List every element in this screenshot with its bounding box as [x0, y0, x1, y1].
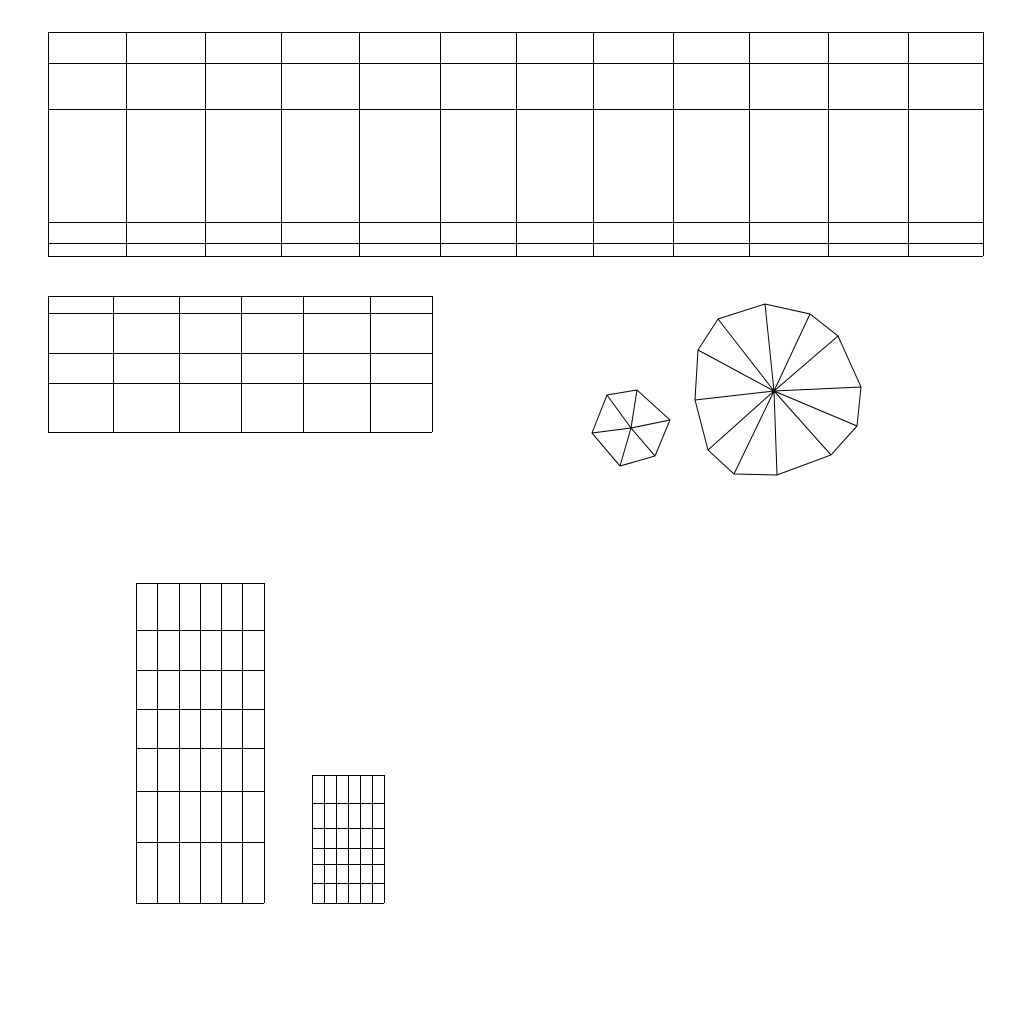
polygon-outline	[694, 303, 862, 476]
spoke-10	[694, 390, 775, 401]
small-table-grid	[48, 296, 433, 433]
spoke-9	[707, 390, 775, 451]
spoke-8	[733, 390, 775, 475]
spoke-1	[630, 389, 638, 429]
tall-grid-small	[312, 775, 385, 904]
dodecagon-wheel	[694, 303, 862, 476]
spoke-4	[773, 386, 862, 392]
spoke-3	[630, 427, 656, 457]
spoke-6	[773, 390, 832, 456]
spoke-0	[717, 318, 775, 392]
hexagon-wheel	[591, 389, 671, 467]
spoke-0	[606, 394, 632, 429]
spoke-5	[591, 427, 632, 434]
spoke-2	[630, 419, 671, 429]
tall-grid-large	[136, 583, 265, 904]
spoke-4	[619, 427, 632, 467]
spoke-2	[773, 313, 811, 392]
spoke-1	[764, 303, 775, 392]
spoke-11	[697, 349, 775, 392]
spoke-7	[773, 390, 778, 476]
spoke-5	[773, 390, 858, 427]
wide-table-grid	[48, 32, 984, 257]
spoke-3	[773, 335, 839, 392]
